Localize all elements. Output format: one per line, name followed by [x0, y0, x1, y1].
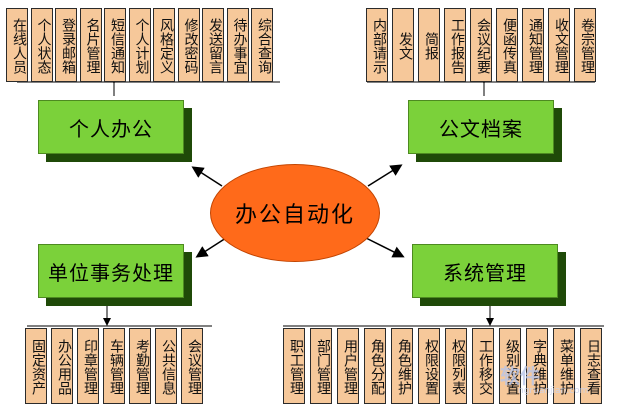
arrow-center-archive: [367, 164, 403, 187]
unit-item: 考勤管理: [129, 328, 151, 404]
archive-title: 公文档案: [408, 100, 554, 154]
unit-item: 公共信息: [155, 328, 177, 404]
personal-box: 个人办公: [38, 100, 192, 162]
system-item: 角色维护: [391, 328, 413, 404]
archive-item: 简报: [418, 8, 440, 82]
personal-item: 名片管理: [79, 8, 102, 82]
system-item: 用户管理: [337, 328, 359, 404]
archive-item: 通知管理: [522, 8, 544, 82]
system-item: 权限设置: [418, 328, 440, 404]
personal-item: 个人计划: [128, 8, 151, 82]
archive-item: 发文: [392, 8, 414, 82]
personal-item: 修改密码: [177, 8, 200, 82]
arrow-center-system: [365, 237, 405, 258]
personal-item: 登录邮箱: [55, 8, 77, 82]
unit-item: 办公用品: [51, 328, 73, 404]
personal-item: 风格定义: [153, 8, 175, 82]
archive-item: 内部请示: [366, 8, 388, 82]
system-item: 职工管理: [283, 328, 305, 404]
personal-item: 综合查询: [251, 8, 273, 82]
personal-item: 发送留言: [202, 8, 224, 82]
archive-item: 会议纪要: [470, 8, 492, 82]
system-item: 级别设置: [499, 328, 521, 404]
unit-item: 固定资产: [25, 328, 47, 404]
system-title: 系统管理: [412, 244, 558, 298]
arrow-center-personal: [191, 166, 223, 187]
unit-item: 印章管理: [77, 328, 99, 404]
personal-item: 短信通知: [104, 8, 126, 82]
personal-item: 待办事宜: [226, 8, 249, 82]
personal-item: 个人状态: [30, 8, 53, 82]
unit-item: 车辆管理: [103, 328, 125, 404]
system-item: 工作移交: [472, 328, 494, 404]
unit-title: 单位事务处理: [38, 244, 184, 298]
archive-item: 卷宗管理: [574, 8, 596, 82]
system-item: 权限列表: [445, 328, 467, 404]
archive-box: 公文档案: [408, 100, 562, 162]
system-item: 字典维护: [526, 328, 548, 404]
center-node: 办公自动化: [210, 164, 380, 262]
unit-item: 会议管理: [181, 328, 203, 404]
arrow-center-unit: [195, 237, 227, 258]
personal-title: 个人办公: [38, 100, 184, 154]
system-item: 日志查看: [580, 328, 602, 404]
system-box: 系统管理: [412, 244, 566, 306]
system-item: 角色分配: [364, 328, 386, 404]
system-item: 部门管理: [310, 328, 332, 404]
personal-item: 在线人员: [6, 8, 28, 82]
system-item: 菜单维护: [553, 328, 575, 404]
archive-item: 收文管理: [548, 8, 570, 82]
archive-item: 便函传真: [496, 8, 518, 82]
archive-item: 工作报告: [444, 8, 466, 82]
watermark: 软件: [500, 364, 540, 388]
unit-box: 单位事务处理: [38, 244, 192, 306]
watermark-sub: ngruanjian.com: [518, 386, 589, 396]
